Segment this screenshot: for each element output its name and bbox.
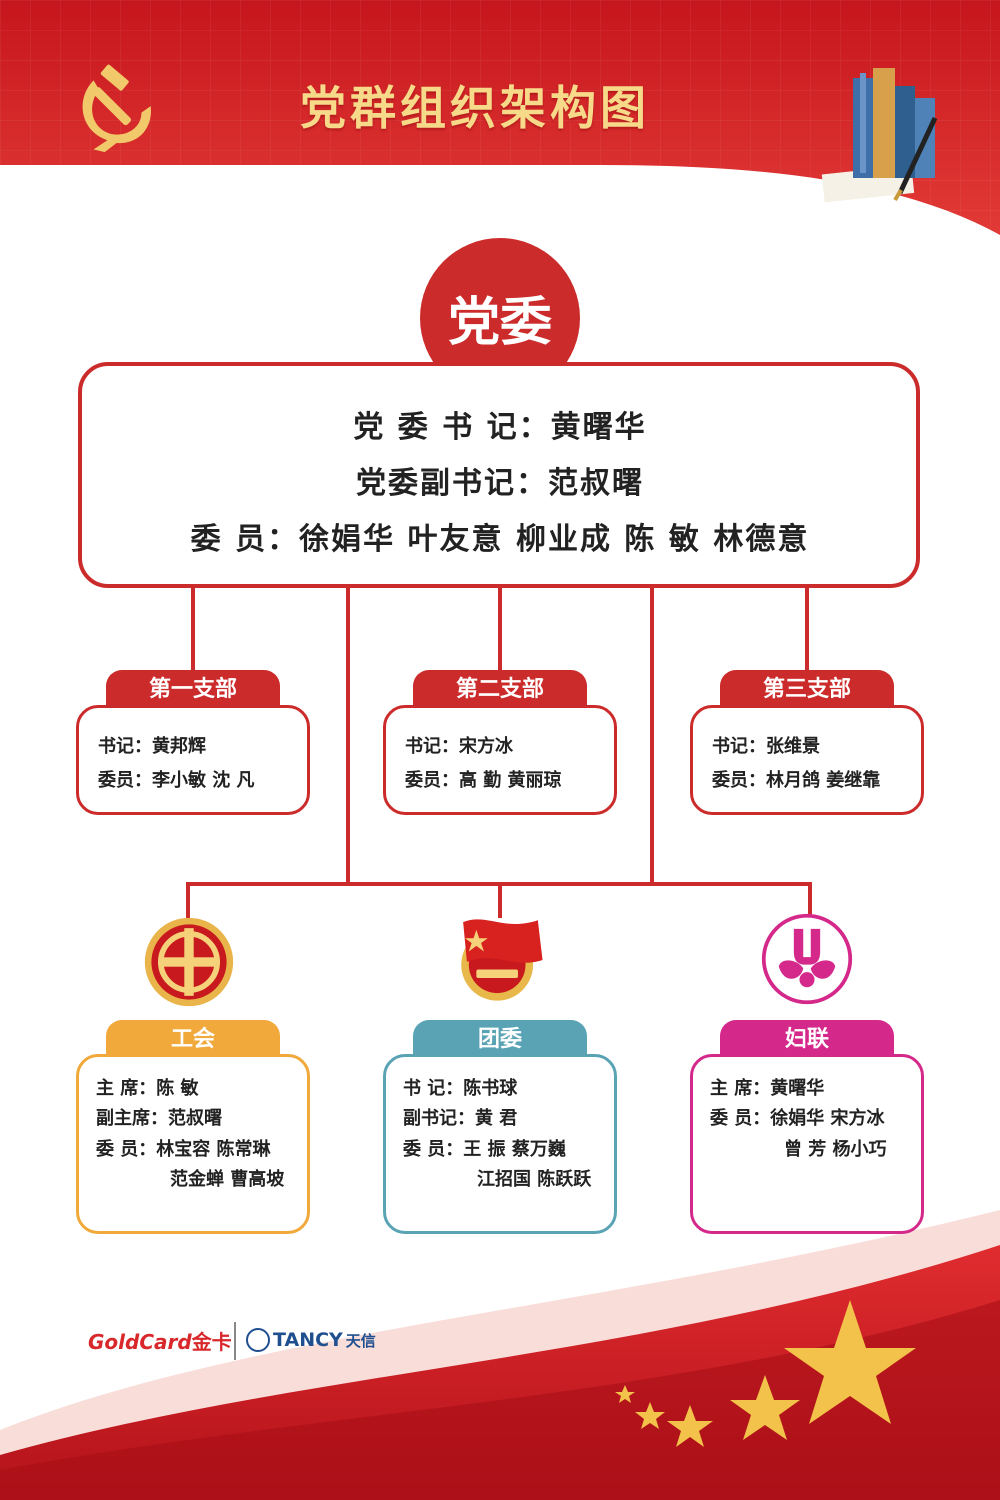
union-emblem-icon: [144, 917, 234, 1007]
goldcard-brand-cn: 金卡: [191, 1330, 232, 1354]
branch-1-tab: 第一支部: [106, 670, 280, 710]
committee-members: 委 员：徐娟华 叶友意 柳业成 陈 敏 林德意: [190, 522, 810, 557]
goldcard-brand: GoldCard: [88, 1330, 192, 1354]
branch-2-card: [383, 705, 617, 815]
youth-row-value: 王 振 蔡万巍: [463, 1139, 566, 1160]
tancy-brand-cn: 天信: [345, 1331, 376, 1350]
women-row: 曾 芳 杨小巧: [784, 1135, 887, 1161]
branch-2-secretary: 书记：宋方冰: [405, 736, 513, 757]
branch-2-members: 委员：高 勤 黄丽琼: [405, 770, 562, 791]
branch-3-tab: 第三支部: [720, 670, 894, 710]
party-committee-label: 党委: [447, 293, 552, 353]
youth-row-value: 黄 君: [475, 1108, 518, 1129]
women-row: 主 席：黄曙华: [710, 1074, 824, 1100]
union-row-value: 范叔曙: [168, 1108, 222, 1129]
women-row-value: 曾 芳 杨小巧: [784, 1139, 887, 1160]
connector-branch-2: [498, 588, 502, 670]
youth-row-key: 委 员：: [403, 1139, 464, 1160]
union-row: 委 员：林宝容 陈常琳: [96, 1135, 271, 1161]
branch-3-secretary: 书记：张维景: [712, 736, 820, 757]
women-row-value: 黄曙华: [770, 1078, 825, 1099]
youth-row-value: 江招国 陈跃跃: [477, 1169, 592, 1190]
youth-row: 书 记：陈书球: [403, 1074, 517, 1100]
women-row: 委 员：徐娟华 宋方冰: [710, 1104, 885, 1130]
hammer-sickle-icon: [82, 64, 151, 153]
youth-row: 副书记：黄 君: [403, 1104, 517, 1130]
union-row-key: 委 员：: [96, 1139, 157, 1160]
women-row-key: 主 席：: [710, 1078, 771, 1099]
womens-federation-emblem-icon: [761, 913, 853, 1005]
women-tab: 妇联: [720, 1020, 894, 1060]
branch-2-tab: 第二支部: [413, 670, 587, 710]
branch-1-secretary: 书记：黄邦辉: [98, 736, 206, 757]
union-card: [76, 1054, 310, 1234]
union-row-value: 陈 敏: [156, 1078, 199, 1099]
connector-branch-1: [191, 588, 195, 670]
union-row-value: 范金蝉 曹高坡: [170, 1169, 285, 1190]
youth-row-value: 陈书球: [463, 1078, 518, 1099]
connector-youth: [498, 882, 502, 918]
committee-secretary: 党 委 书 记：黄曙华: [353, 410, 647, 445]
branch-3-members: 委员：林月鸽 姜继靠: [712, 770, 881, 791]
youth-row-key: 副书记：: [403, 1108, 475, 1129]
branch-1-members: 委员：李小敏 沈 凡: [98, 770, 255, 791]
women-row-value: 徐娟华 宋方冰: [770, 1108, 885, 1129]
union-row: 范金蝉 曹高坡: [170, 1165, 284, 1191]
youth-row-key: 书 记：: [403, 1078, 464, 1099]
page-title: 党群组织架构图: [300, 81, 650, 135]
connector-trunk-right: [650, 588, 654, 884]
branch-1-card: [76, 705, 310, 815]
logo-divider: [234, 1322, 236, 1360]
stars-icon: [615, 1300, 916, 1447]
tancy-mark-icon: [246, 1328, 270, 1352]
youth-tab: 团委: [413, 1020, 587, 1060]
committee-deputy-secretary: 党委副书记：范叔曙: [356, 466, 644, 501]
union-row: 副主席：范叔曙: [96, 1104, 222, 1130]
books-pen-icon: [821, 68, 938, 203]
party-committee-box: [78, 362, 920, 588]
union-row: 主 席：陈 敏: [96, 1074, 199, 1100]
youth-league-emblem-icon: [461, 919, 543, 1001]
youth-card: [383, 1054, 617, 1234]
youth-row: 江招国 陈跃跃: [477, 1165, 591, 1191]
connector-trunk-left: [346, 588, 350, 884]
union-row-key: 副主席：: [96, 1108, 168, 1129]
women-card: [690, 1054, 924, 1234]
branch-3-card: [690, 705, 924, 815]
connector-branch-3: [805, 588, 809, 670]
union-row-key: 主 席：: [96, 1078, 157, 1099]
connector-women: [808, 882, 812, 918]
union-row-value: 林宝容 陈常琳: [156, 1139, 271, 1160]
union-tab: 工会: [106, 1020, 280, 1060]
tancy-brand: TANCY: [273, 1329, 343, 1351]
goldcard-logo: GoldCard金卡: [88, 1326, 232, 1355]
women-row-key: 委 员：: [710, 1108, 771, 1129]
connector-union: [186, 882, 190, 918]
youth-row: 委 员：王 振 蔡万巍: [403, 1135, 566, 1161]
